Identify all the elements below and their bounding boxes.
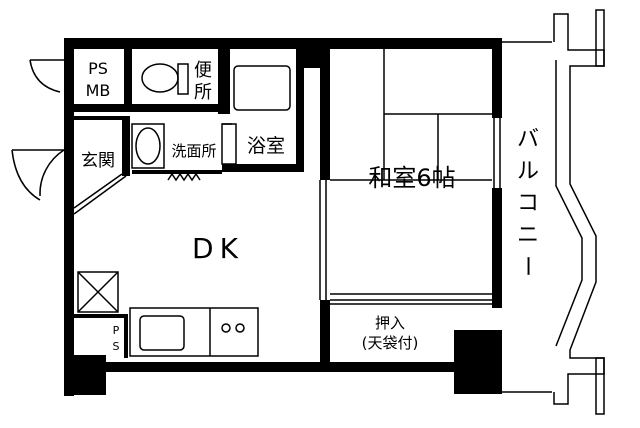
- balcony-label-char-5: ー: [514, 255, 539, 277]
- wash-basin: [135, 127, 161, 165]
- refrigerator-cross-2: [77, 271, 119, 313]
- interior-walls: [64, 44, 330, 370]
- toilet-tank: [177, 63, 189, 95]
- entrance-label: 玄関: [81, 151, 115, 171]
- balcony-label-char-3: コ: [517, 191, 539, 216]
- washroom-curtain: [167, 172, 201, 182]
- entrance-door-arc: [39, 149, 65, 197]
- balcony-label-char-4: ニ: [517, 223, 539, 248]
- ps-label-line1: P: [113, 324, 120, 337]
- closet-label-line2: (天袋付): [362, 334, 419, 352]
- right-wall-lower: [492, 188, 502, 308]
- balcony-label-char-1: バ: [517, 127, 539, 152]
- psmb-label-line1: PS: [88, 59, 108, 78]
- closet-label-line1: 押入: [375, 314, 405, 332]
- toilet-label-line2: 所: [194, 82, 212, 103]
- entrance-step-line: [73, 175, 127, 215]
- toilet-label-line1: 便: [194, 60, 212, 81]
- balcony-label-char-2: ル: [517, 159, 539, 184]
- balcony-rail-bottom: [595, 357, 605, 415]
- toilet-bowl: [141, 63, 179, 93]
- refrigerator-space: [77, 271, 119, 313]
- stove-burner-1: [221, 323, 231, 333]
- wall-dk-closet: [320, 300, 330, 370]
- balcony-inner-railing: [555, 60, 583, 347]
- psmb-label-line2: MB: [86, 81, 111, 100]
- stove-burner-2: [235, 323, 245, 333]
- japanese-room-label: 和室6帖: [368, 164, 455, 192]
- dk-label: DK: [192, 232, 244, 265]
- wall-toilet-bath: [218, 44, 230, 114]
- bathtub: [233, 65, 291, 111]
- wall-entrance-right: [122, 116, 130, 176]
- psmb-door-swing: [29, 59, 61, 93]
- pillar-bottom-right: [454, 330, 502, 394]
- ps-label-line2: S: [113, 340, 120, 353]
- entrance-door-swing: [11, 149, 41, 201]
- wall-psmb-toilet: [124, 44, 132, 106]
- wall-entrance-top: [74, 116, 126, 120]
- bottom-wall: [64, 362, 502, 372]
- pillar-bottom-left: [64, 355, 106, 395]
- wall-washroom-bottom: [132, 170, 222, 174]
- wash-basin-counter: [131, 123, 165, 169]
- wall-below-toilet: [64, 104, 222, 112]
- wall-bath-right: [296, 44, 304, 172]
- washroom-label: 洗面所: [171, 142, 216, 160]
- balcony: [502, 9, 605, 415]
- top-wall: [64, 38, 502, 49]
- balcony-railing-outline: [553, 13, 605, 405]
- kitchen-counter: [129, 307, 259, 357]
- wall-bath-bottom: [222, 164, 304, 172]
- bathroom-label: 浴室: [247, 135, 285, 157]
- wall-dk-japanese-upper: [320, 44, 330, 180]
- entrance-step-line-2: [73, 173, 123, 209]
- balcony-rail-top: [595, 9, 605, 67]
- right-wall-upper: [492, 38, 502, 118]
- wall-ps-right: [124, 314, 128, 358]
- left-wall: [64, 38, 74, 396]
- wall-ps-top: [72, 314, 128, 318]
- kitchen-sink: [139, 315, 185, 351]
- fixtures: [11, 49, 501, 357]
- room-labels: PS MB 便 所 玄関 洗面所 浴室 和室6帖 DK P S 押入 (天袋付)…: [81, 59, 539, 353]
- bath-door: [221, 123, 237, 165]
